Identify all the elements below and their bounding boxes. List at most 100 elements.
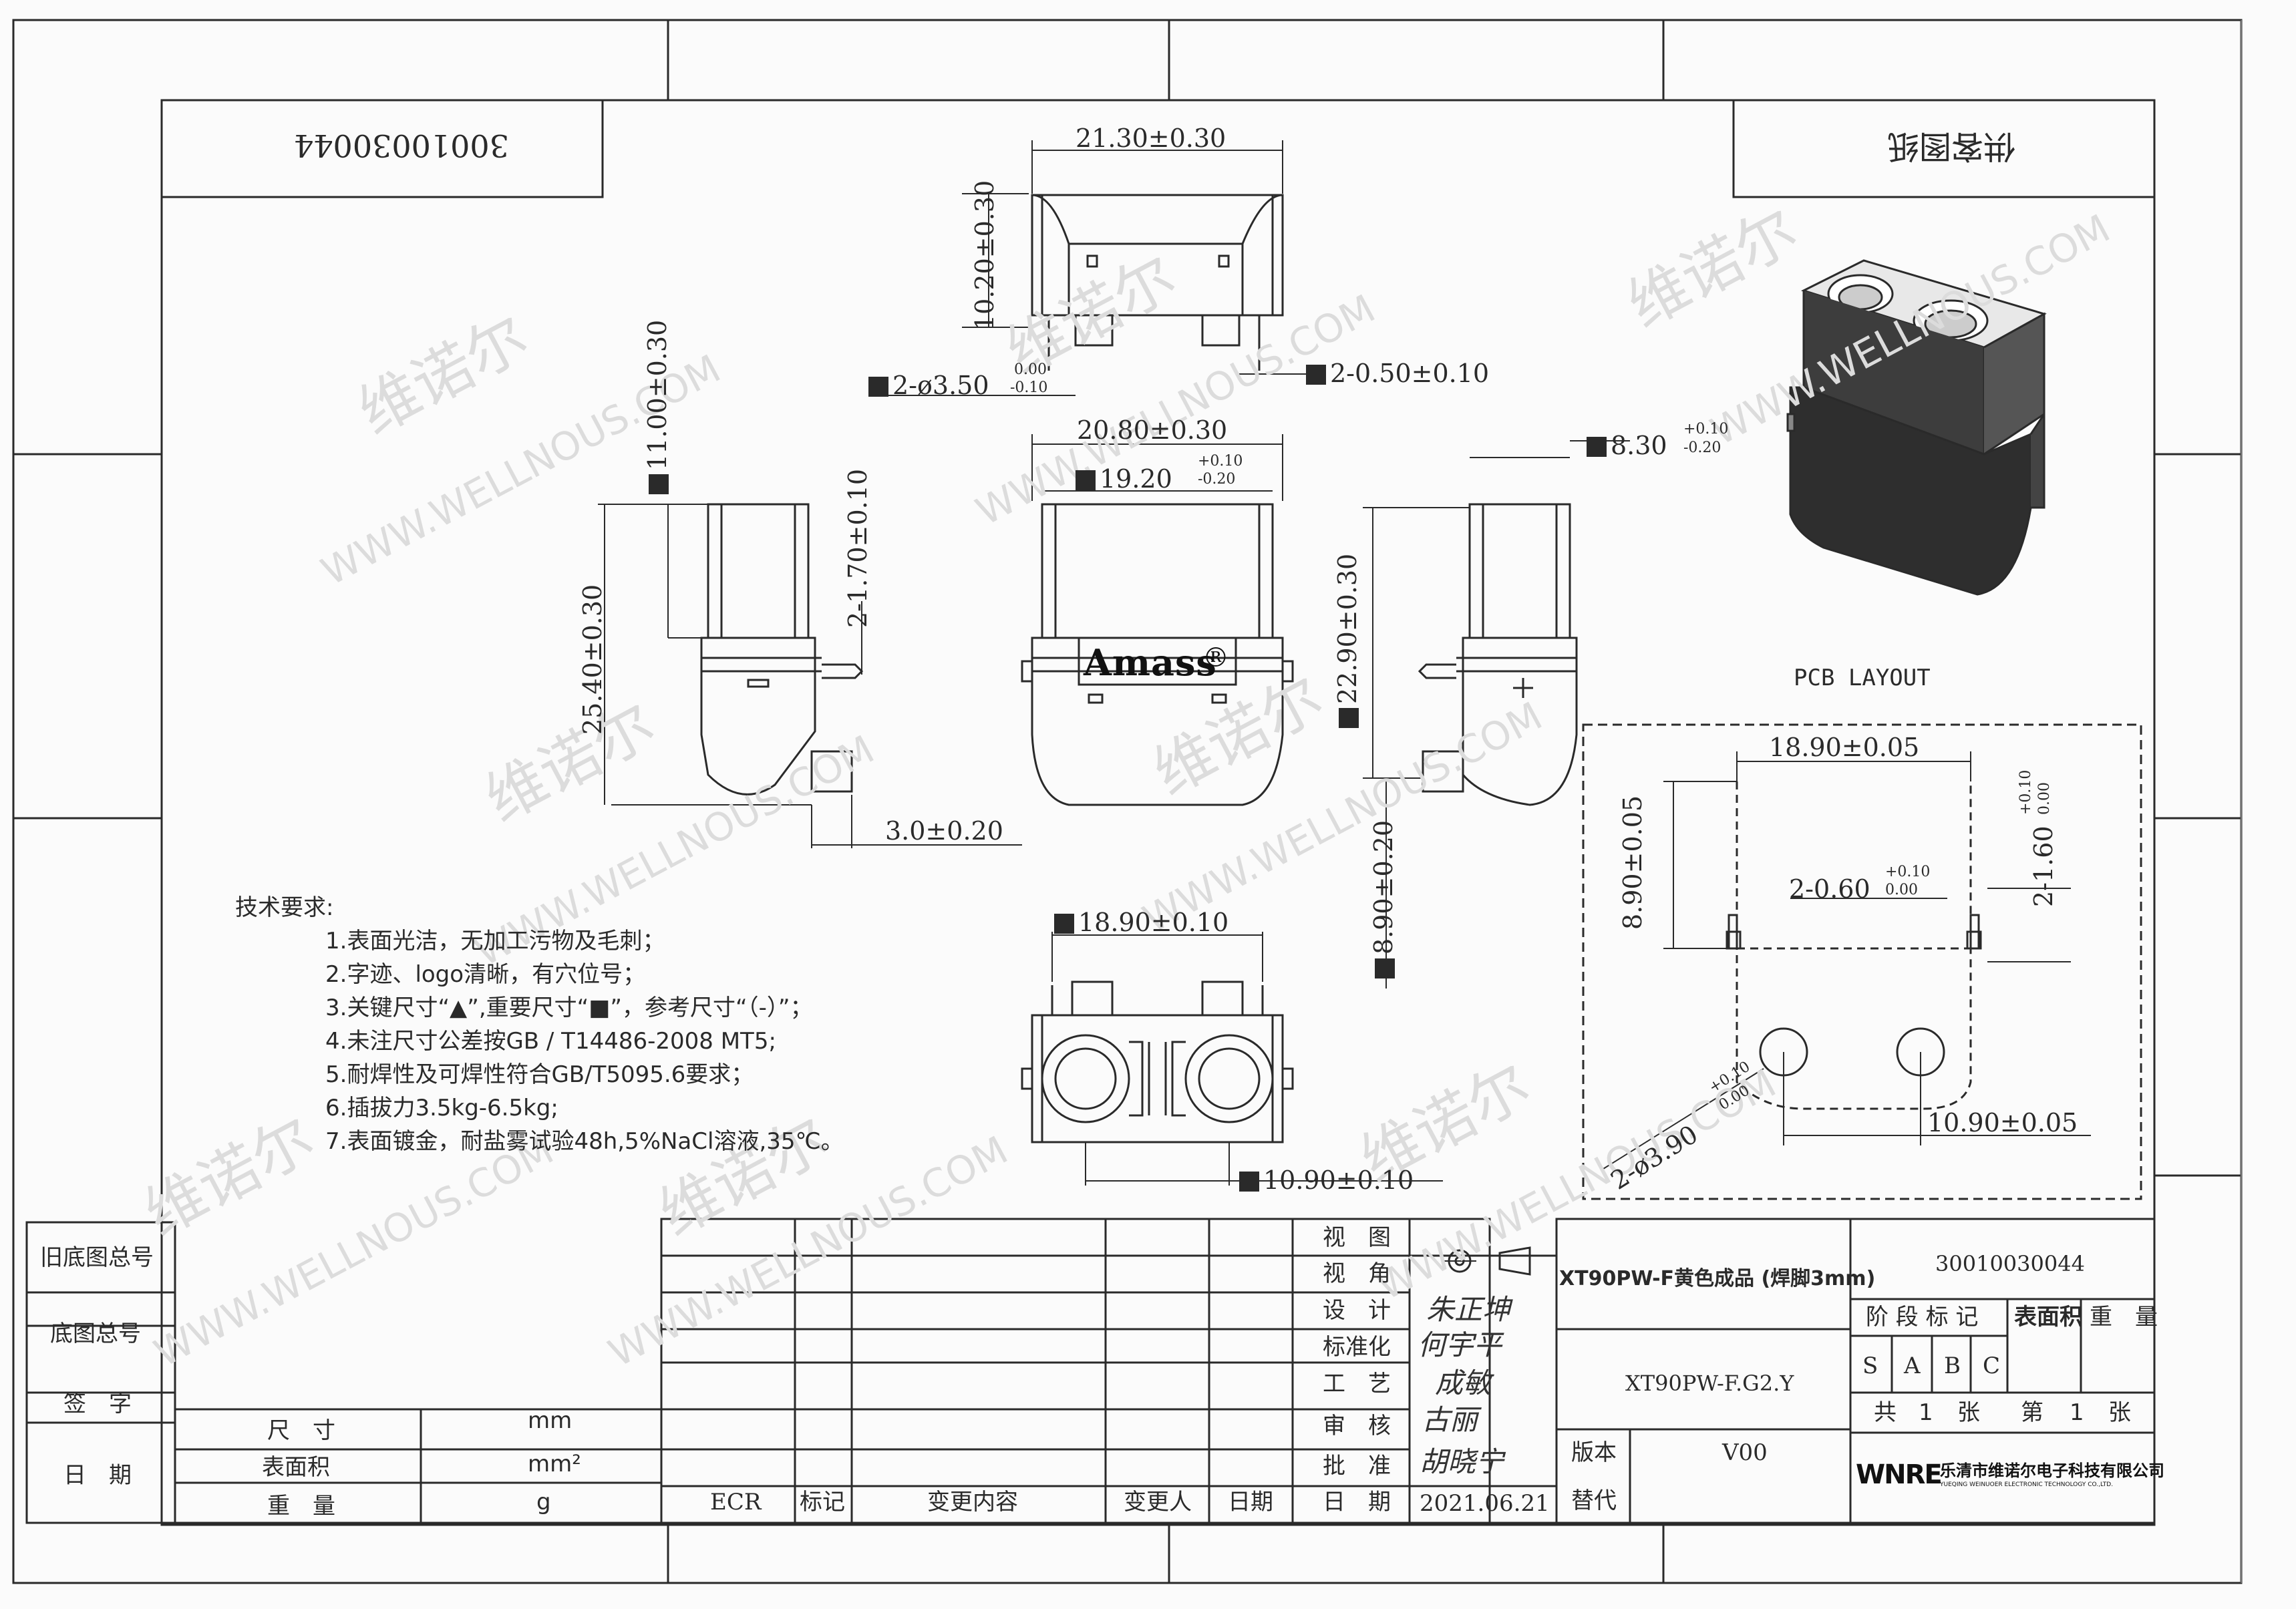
pcb-height: 8.90±0.05 xyxy=(1618,795,1647,930)
weight-label: 重 量 xyxy=(267,1493,335,1519)
amass-logo: Amass xyxy=(1084,641,1217,684)
design-label: 设 计 xyxy=(1323,1297,1391,1324)
part-number: XT90PW-F.G2.Y xyxy=(1625,1371,1794,1396)
header-drawing-number: 30010030044 xyxy=(294,128,509,164)
size-label: 尺 寸 xyxy=(267,1417,335,1444)
important-dim-marker xyxy=(1339,708,1359,728)
dim-top-hole-tol-lower: -0.10 xyxy=(1010,379,1048,396)
pcb-slot-len: 2-1.60 xyxy=(2029,826,2058,907)
important-dim-marker xyxy=(1054,914,1074,934)
important-dim-marker xyxy=(1587,437,1607,457)
requirement-item: 6.插拔力3.5kg-6.5kg; xyxy=(325,1095,558,1121)
dim-top-pin: 2-0.50±0.10 xyxy=(1306,361,1489,386)
process-label: 工 艺 xyxy=(1323,1371,1391,1397)
standard-label: 标准化 xyxy=(1323,1334,1391,1361)
date-label: 日 期 xyxy=(63,1462,132,1489)
important-dim-marker xyxy=(649,474,669,494)
version-value: V00 xyxy=(1722,1439,1768,1466)
weight-header: 重 量 xyxy=(2090,1304,2158,1330)
area-header: 表面积 xyxy=(2014,1304,2082,1330)
replace-label: 替代 xyxy=(1571,1487,1617,1514)
stage-a: A xyxy=(1904,1353,1921,1379)
pcb-pitch: 10.90±0.05 xyxy=(1927,1108,2078,1137)
total-label: 共 xyxy=(1874,1399,1897,1426)
change-date-header: 日期 xyxy=(1228,1489,1273,1515)
pcb-slot-len-tol-lower: 0.00 xyxy=(2036,782,2053,815)
dim-top-hole: 2-ø3.50 xyxy=(868,373,989,398)
product-name: XT90PW-F黄色成品 (焊脚3mm) xyxy=(1559,1267,1876,1290)
dim-right-width-tol-lower: -0.20 xyxy=(1683,439,1721,456)
size-unit: mm xyxy=(528,1407,572,1434)
dim-side-total: 25.40±0.30 xyxy=(578,584,607,735)
page-unit: 张 xyxy=(2108,1399,2131,1426)
requirement-item: 3.关键尺寸“▲”,重要尺寸“■”，参考尺寸“（-）”； xyxy=(325,995,813,1021)
stage-s: S xyxy=(1862,1353,1878,1379)
dim-right-offset: 8.90±0.20 xyxy=(1369,820,1398,978)
page-value: 1 xyxy=(2070,1399,2084,1426)
important-dim-marker xyxy=(868,377,888,397)
requirement-item: 4.未注尺寸公差按GB / T14486-2008 MT5; xyxy=(325,1028,776,1055)
dim-top-width: 21.30±0.30 xyxy=(1076,124,1226,153)
dim-front-inner-tol-upper: +0.10 xyxy=(1198,453,1243,470)
dim-right-width: 8.30 xyxy=(1587,433,1667,458)
signature-standard: 何宇平 xyxy=(1418,1328,1502,1361)
ecr-header: ECR xyxy=(710,1489,762,1515)
changer-header: 变更人 xyxy=(1124,1489,1192,1515)
mark-header: 标记 xyxy=(800,1489,845,1515)
angle-label: 视 角 xyxy=(1323,1260,1391,1287)
dim-right-height: 22.90±0.30 xyxy=(1333,554,1362,728)
dim-top-hole-tol-upper: 0.00 xyxy=(1014,361,1047,378)
review-label: 审 核 xyxy=(1323,1413,1391,1439)
company-name: 乐清市维诺尔电子科技有限公司 xyxy=(1940,1461,2164,1480)
signature-review: 古丽 xyxy=(1422,1403,1478,1436)
pcb-slot: 2-0.60 xyxy=(1789,874,1870,904)
requirement-item: 7.表面镀金，耐盐雾试验48h,5%NaCl溶液,35℃。 xyxy=(325,1128,844,1155)
pcb-slot-len-tol-upper: +0.10 xyxy=(2017,769,2034,815)
requirements-title: 技术要求: xyxy=(235,894,334,921)
dim-side-pin: 2-1.70±0.10 xyxy=(843,468,872,628)
pcb-layout-title: PCB LAYOUT xyxy=(1794,665,1931,691)
signature-process: 成敏 xyxy=(1435,1367,1492,1399)
header-drawing-type: 供客图纸 xyxy=(1887,128,2016,165)
company-logo: WNRE xyxy=(1856,1459,1943,1490)
drawing-number: 30010030044 xyxy=(1935,1251,2085,1276)
requirement-item: 1.表面光洁，无加工污物及毛刺； xyxy=(325,928,665,954)
pcb-slot-tol-upper: +0.10 xyxy=(1885,864,1931,880)
important-dim-marker xyxy=(1239,1172,1259,1192)
page-label: 第 xyxy=(2021,1399,2043,1426)
signature-design: 朱正坤 xyxy=(1426,1293,1511,1326)
sign-label: 签 字 xyxy=(63,1391,132,1417)
important-dim-marker xyxy=(1076,470,1096,490)
total-unit: 张 xyxy=(1957,1399,1980,1426)
dim-side-height-top: 11.00±0.30 xyxy=(643,320,672,494)
approval-date-label: 日 期 xyxy=(1323,1489,1391,1515)
old-base-number-label: 旧底图总号 xyxy=(40,1244,154,1271)
pcb-width: 18.90±0.05 xyxy=(1769,733,1920,762)
total-value: 1 xyxy=(1919,1399,1933,1426)
registered-mark: ® xyxy=(1202,643,1229,673)
dim-top-height: 10.20±0.30 xyxy=(970,180,999,331)
approve-label: 批 准 xyxy=(1323,1453,1391,1479)
dim-front-inner: 19.20 xyxy=(1076,466,1172,492)
dim-front-width: 20.80±0.30 xyxy=(1077,415,1228,445)
dim-bottom-width: 18.90±0.10 xyxy=(1054,910,1228,935)
pcb-slot-tol-lower: 0.00 xyxy=(1885,882,1918,898)
base-number-label: 底图总号 xyxy=(50,1320,141,1347)
version-label: 版本 xyxy=(1571,1439,1617,1466)
company-name-en: YUEQING WEINUOER ELECTRONIC TECHNOLOGY C… xyxy=(1940,1481,2114,1488)
stage-b: B xyxy=(1944,1353,1961,1379)
dim-bottom-pitch: 10.90±0.10 xyxy=(1239,1168,1414,1193)
change-content-header: 变更内容 xyxy=(927,1489,1018,1515)
dim-side-offset: 3.0±0.20 xyxy=(885,816,1003,846)
stage-label: 阶 段 标 记 xyxy=(1866,1304,1979,1330)
weight-unit: g xyxy=(536,1489,551,1515)
important-dim-marker xyxy=(1375,958,1395,978)
dim-right-width-tol-upper: +0.10 xyxy=(1683,421,1729,437)
requirement-item: 5.耐焊性及可焊性符合GB/T5095.6要求； xyxy=(325,1061,754,1088)
signature-approve: 胡晓宁 xyxy=(1420,1445,1504,1478)
area-unit: mm² xyxy=(528,1451,581,1477)
dim-front-inner-tol-lower: -0.20 xyxy=(1198,471,1236,488)
approval-date-value: 2021.06.21 xyxy=(1420,1490,1550,1517)
important-dim-marker xyxy=(1306,365,1326,385)
